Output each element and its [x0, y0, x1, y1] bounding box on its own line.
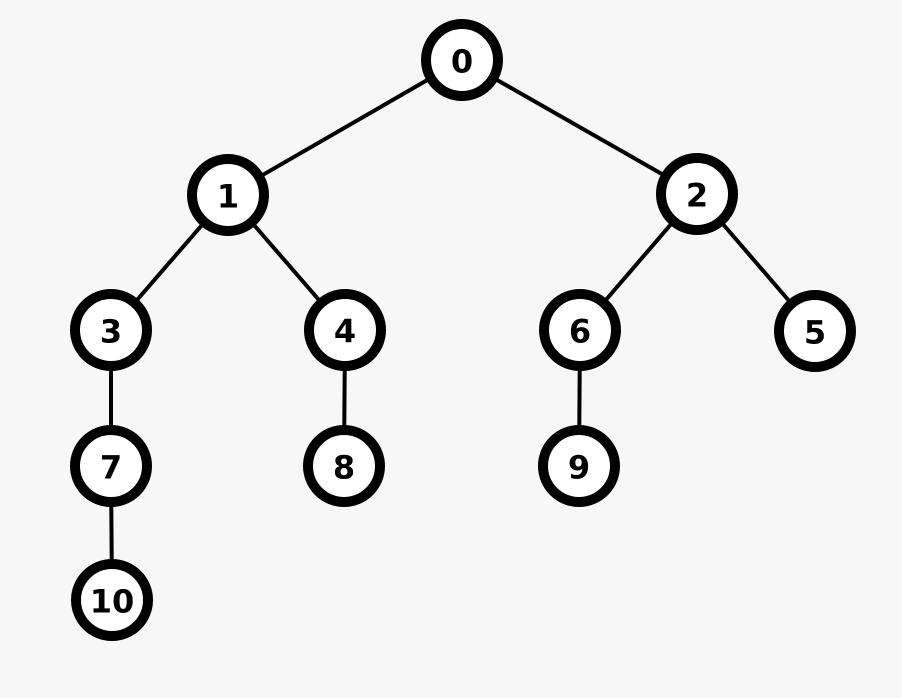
tree-node-4: 4 [304, 289, 386, 371]
node-circle-4 [304, 289, 386, 371]
tree-node-3: 3 [70, 289, 152, 371]
node-circle-0 [421, 19, 503, 101]
tree-node-8: 8 [303, 425, 385, 507]
node-label-3: 3 [100, 312, 122, 350]
node-circle-1 [187, 154, 269, 236]
tree-edge-0-1 [227, 58, 463, 197]
tree-node-5: 5 [774, 290, 856, 372]
node-label-6: 6 [569, 312, 591, 350]
tree-edge-0-2 [461, 58, 698, 196]
node-circle-3 [70, 289, 152, 371]
tree-node-7: 7 [70, 425, 152, 507]
tree-node-1: 1 [187, 154, 269, 236]
node-label-7: 7 [100, 448, 122, 486]
node-circle-7 [70, 425, 152, 507]
node-label-5: 5 [804, 313, 826, 351]
tree-node-10: 10 [71, 559, 153, 641]
node-circle-6 [539, 289, 621, 371]
tree-node-0: 0 [421, 19, 503, 101]
node-label-1: 1 [217, 177, 239, 215]
tree-node-6: 6 [539, 289, 621, 371]
node-circle-10 [71, 559, 153, 641]
node-label-10: 10 [90, 582, 135, 620]
tree-node-2: 2 [656, 153, 738, 235]
node-label-4: 4 [334, 312, 356, 350]
node-circle-9 [538, 425, 620, 507]
node-circle-8 [303, 425, 385, 507]
node-label-9: 9 [568, 448, 590, 486]
node-label-8: 8 [333, 448, 355, 486]
node-label-2: 2 [686, 176, 708, 214]
node-circle-2 [656, 153, 738, 235]
node-label-0: 0 [451, 42, 473, 80]
tree-node-9: 9 [538, 425, 620, 507]
node-circle-5 [774, 290, 856, 372]
